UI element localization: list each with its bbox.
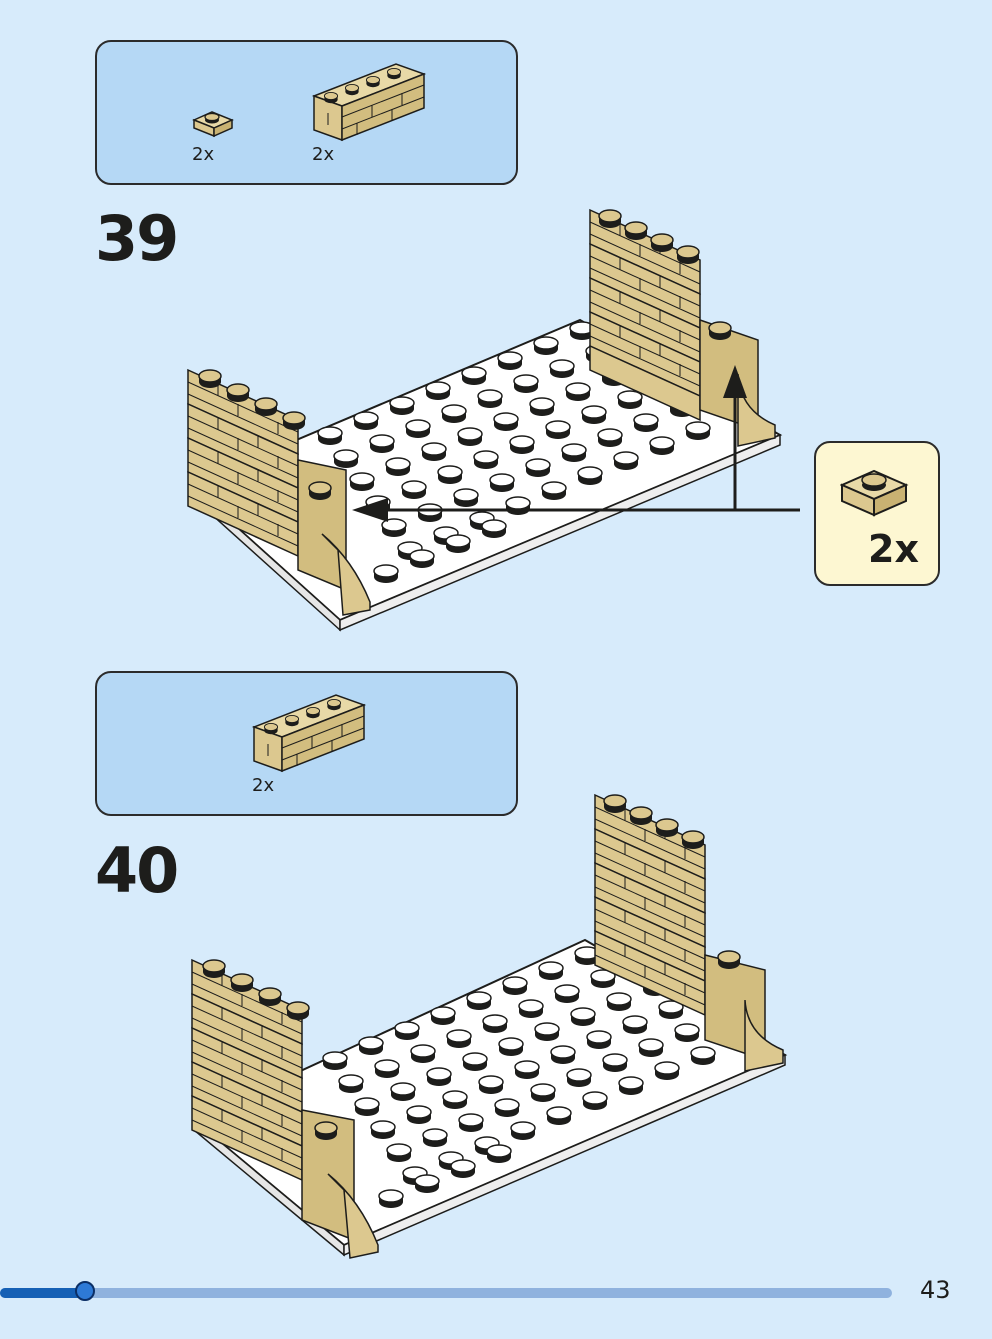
tan-1x4-brick-icon: [251, 694, 367, 773]
book-progress-bar: [0, 1281, 892, 1301]
step-40-model-illustration: [191, 794, 788, 1259]
part-quantity: 2x: [252, 775, 275, 796]
tan-1x1-plate-icon: [192, 111, 234, 138]
callout-quantity: 2x: [868, 527, 919, 571]
step-number: 39: [95, 202, 179, 275]
parts-list-step-40: 2x: [95, 671, 518, 816]
part-quantity: 2x: [312, 144, 335, 165]
step-39-model-illustration: [187, 209, 800, 632]
part-tan-1x4-brick: 2x: [251, 691, 368, 796]
page-number: 43: [920, 1276, 951, 1304]
part-tan-1x4-brick: 2x: [311, 60, 428, 165]
progress-fill: [0, 1288, 85, 1298]
progress-indicator: [74, 1281, 95, 1301]
step-number: 40: [95, 834, 179, 907]
tan-1x1-plate-icon: [840, 469, 909, 517]
part-tan-1x1-plate: 2x: [192, 108, 238, 165]
parts-list-step-39: 2x 2x: [95, 40, 518, 185]
part-quantity: 2x: [192, 144, 215, 165]
tan-1x4-brick-icon: [311, 63, 427, 142]
callout-subassembly: 2x: [814, 441, 940, 586]
